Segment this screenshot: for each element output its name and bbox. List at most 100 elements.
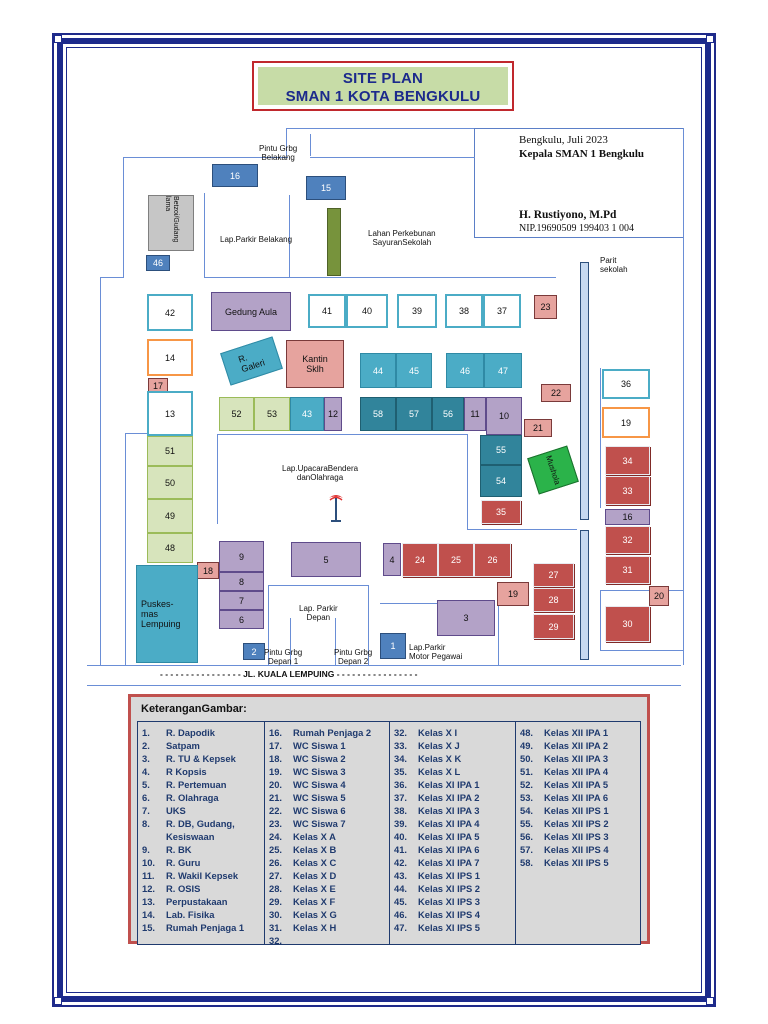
legend-item-text: WC Siswa 1 [293, 740, 346, 751]
legend-item-text: WC Siswa 3 [293, 766, 346, 777]
legend-item-text: Kelas XII IPS 3 [544, 831, 609, 842]
legend-item-number: 18. [269, 753, 283, 764]
room-36: 36 [602, 369, 650, 399]
room-45: 45 [396, 353, 432, 388]
room-3-tu-kepsek: 3 [437, 600, 495, 636]
legend-item-text: Kelas XII IPA 3 [544, 753, 609, 764]
legend-item-text: Kelas X E [293, 883, 336, 894]
boundary-line [286, 128, 474, 129]
boundary-line [268, 585, 368, 586]
legend-item: 56.Kelas XII IPS 3 [516, 830, 640, 843]
legend-item: 14.Lab. Fisika [138, 908, 264, 921]
boundary-line [467, 529, 577, 530]
room-26: 26 [474, 543, 511, 577]
legend-item-number: 1. [142, 727, 150, 738]
legend-item: 40.Kelas XI IPA 5 [390, 830, 515, 843]
legend-item: 49.Kelas XII IPA 2 [516, 739, 640, 752]
legend-item-number: 31. [269, 922, 283, 933]
legend-item-number: 30. [269, 909, 283, 920]
gate-back-text: Pintu Grbg Belakang [259, 144, 298, 162]
legend-item-number: 35. [394, 766, 408, 777]
gate-front1-label: Pintu Grbg Depan 1 [264, 648, 302, 666]
kantin-label: Kantin Sklh [302, 354, 328, 374]
legend-item-number: 7. [142, 805, 150, 816]
legend-item-text: Kelas X C [293, 857, 337, 868]
plantation-strip [327, 208, 341, 276]
legend-item: 47.Kelas XI IPS 5 [390, 921, 515, 934]
room-46-small: 46 [146, 255, 170, 271]
legend-item-text: Kelas X I [418, 727, 458, 738]
legend-item: 36.Kelas XI IPA 1 [390, 778, 515, 791]
room-8: 8 [219, 572, 264, 591]
legend-item-text: Kelas X K [418, 753, 462, 764]
legend-item: 8.R. DB, Gudang, [138, 817, 264, 830]
puskesmas-label: Puskes- mas Lempuing [141, 599, 181, 629]
boundary-line [600, 590, 684, 591]
legend-item: 13.Perpustakaan [138, 895, 264, 908]
room-12-osis: 12 [324, 397, 342, 431]
legend-item: 33.Kelas X J [390, 739, 515, 752]
legend-item: 35.Kelas X L [390, 765, 515, 778]
legend-item: 27.Kelas X D [265, 869, 389, 882]
legend-item: 16.Rumah Penjaga 2 [265, 726, 389, 739]
page-frame [57, 38, 711, 1002]
legend-item-number: 51. [520, 766, 534, 777]
title-box: SITE PLAN SMAN 1 KOTA BENGKULU [252, 61, 514, 111]
legend-item-text: Kelas XII IPS 5 [544, 857, 609, 868]
legend-item: 32.Kelas X I [390, 726, 515, 739]
boundary-line [125, 433, 126, 665]
room-47: 47 [484, 353, 522, 388]
legend-item: 24.Kelas X A [265, 830, 389, 843]
room-11-wakil-kepsek: 11 [464, 397, 486, 431]
boundary-line [217, 434, 467, 435]
legend-item-text: WC Siswa 6 [293, 805, 346, 816]
legend-item-text: R. Wakil Kepsek [166, 870, 239, 881]
gate-back-label: Pintu Grbg Belakang [259, 144, 297, 162]
legend-item-number: 22. [269, 805, 283, 816]
room-41: 41 [308, 294, 346, 328]
legend-item-number: 25. [269, 844, 283, 855]
legend-item: 11.R. Wakil Kepsek [138, 869, 264, 882]
room-34: 34 [605, 446, 650, 475]
room-4-kopsis: 4 [383, 543, 401, 576]
room-55: 55 [480, 435, 522, 465]
page-frame-inner [66, 47, 702, 993]
legend-item-number: 14. [142, 909, 156, 920]
legend-item-number: 5. [142, 779, 150, 790]
room-38: 38 [445, 294, 483, 328]
boundary-line [467, 434, 468, 529]
legend-item-text: Kelas X A [293, 831, 336, 842]
legend-item-number: 52. [520, 779, 534, 790]
boundary-line [498, 603, 499, 665]
legend-item-number: 48. [520, 727, 534, 738]
legend-item-number: 15. [142, 922, 156, 933]
legend-item-number: 57. [520, 844, 534, 855]
legend-item-number: 38. [394, 805, 408, 816]
plantation-label: Lahan Perkebunan SayuranSekolah [368, 229, 436, 247]
boundary-line [87, 685, 681, 686]
legend-item-number: 53. [520, 792, 534, 803]
room-19-wc-b: 19 [497, 582, 529, 606]
legend-item-text: Kelas XI IPS 1 [418, 870, 481, 881]
room-28: 28 [533, 588, 574, 612]
legend-item-text: R. BK [166, 844, 192, 855]
room-33: 33 [605, 476, 650, 505]
legend-item: 39.Kelas XI IPA 4 [390, 817, 515, 830]
legend-item: 9.R. BK [138, 843, 264, 856]
legend-item-text: Kelas X F [293, 896, 336, 907]
legend-item-number: 36. [394, 779, 408, 790]
legend-item-text: Kelas X H [293, 922, 337, 933]
frame-corner [706, 35, 714, 43]
legend-item-text: Kelas X G [293, 909, 337, 920]
room-51: 51 [147, 436, 193, 466]
legend-item-number: 39. [394, 818, 408, 829]
legend-item-text: Kelas XII IPA 6 [544, 792, 609, 803]
parking-staff-label: Lap.Parkir Motor Pegawai [409, 643, 462, 661]
legend-item-number: 19. [269, 766, 283, 777]
legend-item: 53. Kelas XII IPA 6 [516, 791, 640, 804]
